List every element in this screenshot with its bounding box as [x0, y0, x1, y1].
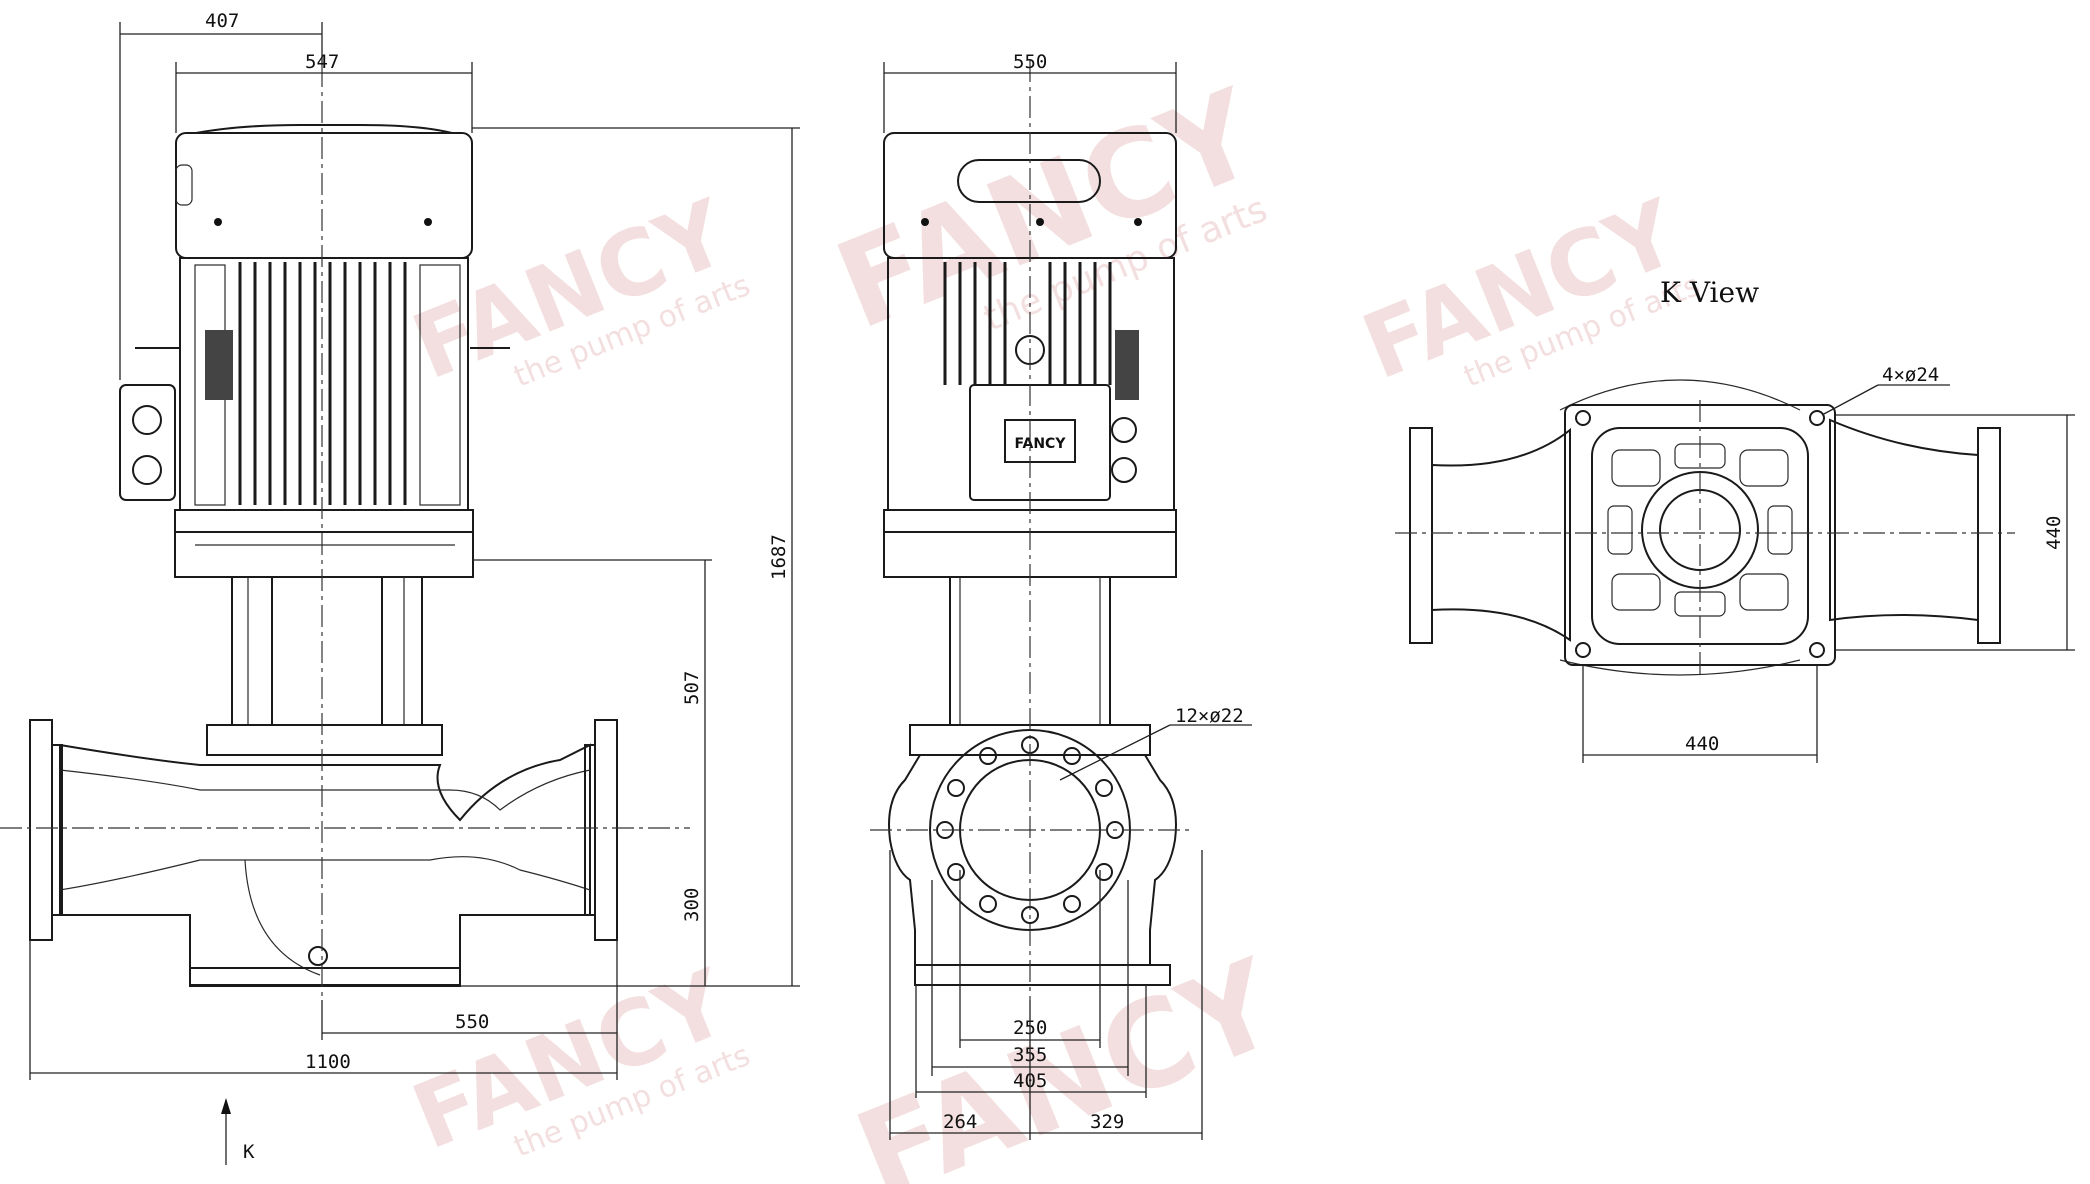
dim-547: 547 [305, 51, 339, 73]
front-coupling-window [271, 576, 383, 726]
front-motor-side-panel-right [419, 264, 461, 506]
kview-dimensions: 4×ø24 440 440 [1582, 364, 2075, 763]
side-nameplate-brand: FANCY [1015, 436, 1067, 452]
front-inlet-flange-neck [51, 744, 63, 916]
dim-1687: 1687 [768, 534, 790, 580]
front-casing-contour-1 [59, 769, 591, 811]
front-view: 407 547 1687 507 300 550 [0, 10, 800, 1165]
front-motor-fins [238, 262, 407, 505]
k-label: K [243, 1141, 255, 1163]
watermark-1: FANCY the pump of arts [399, 180, 755, 401]
front-base-foot [189, 967, 461, 987]
dim-kview-height: 440 [2043, 516, 2065, 550]
kview-ribs [1607, 443, 1793, 617]
k-view: K View [1395, 276, 2075, 763]
front-motor-top-cap [195, 124, 453, 134]
dim-507: 507 [681, 671, 703, 705]
front-motor-side-port [175, 164, 193, 206]
front-adapter-plate [174, 531, 474, 578]
watermark-5: FANCY [839, 934, 1298, 1184]
side-terminal-box [969, 384, 1111, 501]
dim-329: 329 [1090, 1111, 1124, 1133]
front-outlet-flange [594, 719, 618, 941]
side-motor-vent-slot [957, 159, 1101, 203]
dim-flange-bolts: 12×ø22 [1175, 705, 1244, 727]
dim-side-550: 550 [1013, 51, 1047, 73]
front-motor-screw-left [214, 218, 222, 226]
watermark-brand: FANCY [839, 934, 1298, 1184]
dim-base-bolts: 4×ø24 [1882, 364, 1939, 386]
front-casing-contour-2 [59, 856, 591, 891]
kview-outlet-flange [1977, 427, 2001, 644]
kview-inlet-pipe [1431, 427, 1571, 642]
front-cable-gland-2 [132, 455, 162, 485]
front-cable-gland-1 [132, 405, 162, 435]
front-drain-plug [308, 946, 328, 966]
side-motor-fins [943, 262, 1112, 385]
watermark-layer: FANCY the pump of arts FANCY the pump of… [399, 64, 1705, 1184]
k-view-title: K View [1660, 276, 1759, 309]
front-pump-casing [59, 743, 591, 986]
front-motor-screw-right [424, 218, 432, 226]
dim-1100: 1100 [305, 1051, 351, 1073]
dim-264: 264 [943, 1111, 977, 1133]
front-pump-cover [206, 724, 443, 756]
k-view-arrow [221, 1098, 231, 1114]
front-motor-rating-plate [205, 330, 233, 400]
front-motor-flange [174, 509, 474, 533]
side-view: FANCY [870, 51, 1252, 1140]
watermark-3: FANCY the pump of arts [1349, 180, 1705, 401]
front-inlet-flange [29, 719, 53, 941]
front-motor-fan-cover [175, 132, 473, 259]
kview-base-bolts [1575, 410, 1825, 658]
front-outlet-flange-neck [584, 744, 596, 916]
dim-300: 300 [681, 888, 703, 922]
kview-inlet-flange [1409, 427, 1433, 644]
side-nameplate [1004, 419, 1076, 463]
kview-outlet-pipe [1829, 418, 1979, 622]
dim-kview-width: 440 [1685, 733, 1719, 755]
front-coupling-bracket [231, 576, 423, 726]
side-base-foot [914, 964, 1171, 986]
side-dimensions: 550 12×ø22 250 355 405 264 [883, 51, 1252, 1140]
front-junction-box [119, 384, 176, 501]
front-dimensions: 407 547 1687 507 300 550 [29, 10, 800, 1165]
dim-550: 550 [455, 1011, 489, 1033]
watermark-2: FANCY the pump of arts [819, 64, 1278, 357]
dim-407: 407 [205, 10, 239, 32]
